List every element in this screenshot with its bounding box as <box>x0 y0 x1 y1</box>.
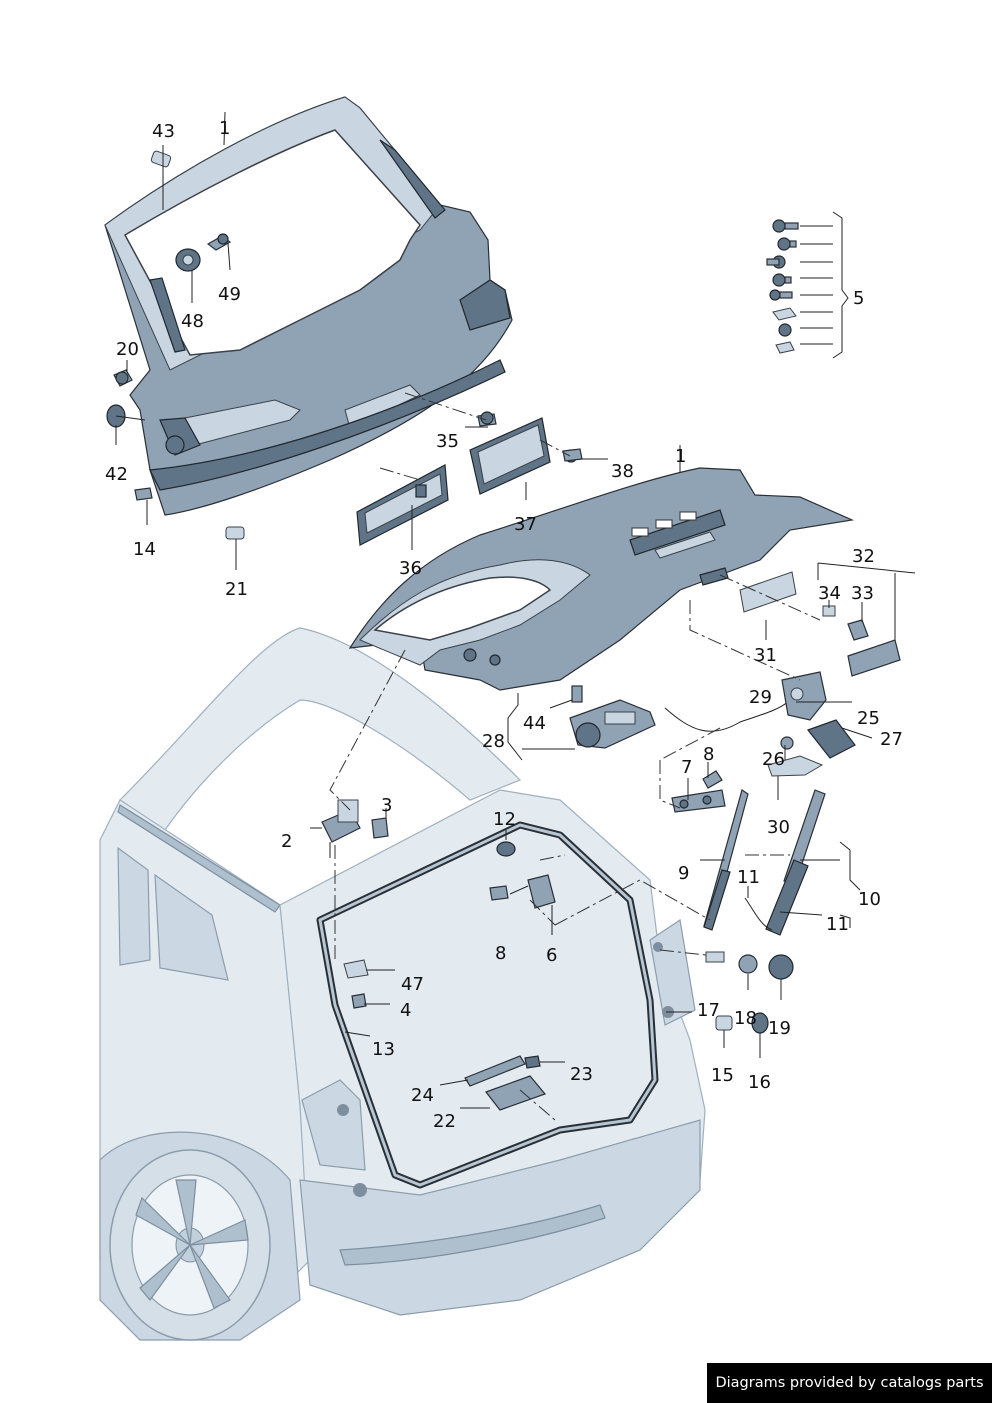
callout-24: 24 <box>411 1085 434 1106</box>
callout-34: 34 <box>818 583 841 604</box>
callout-21: 21 <box>225 579 248 600</box>
callout-18: 18 <box>734 1008 757 1029</box>
callout-20: 20 <box>116 339 139 360</box>
callout-35: 35 <box>436 431 459 452</box>
callout-19: 19 <box>768 1018 791 1039</box>
callout-36: 36 <box>399 558 422 579</box>
callout-22: 22 <box>433 1111 456 1132</box>
bumper-trim <box>339 1204 606 1266</box>
callout-11b: 11 <box>826 914 849 935</box>
assembly-guide-lines <box>329 392 821 1121</box>
callout-8b: 8 <box>495 943 506 964</box>
plate-recess <box>344 384 421 429</box>
callout-16: 16 <box>748 1072 771 1093</box>
callout-47: 47 <box>401 974 424 995</box>
callout-29: 29 <box>749 687 772 708</box>
callout-23: 23 <box>570 1064 593 1085</box>
side-window-rear <box>117 846 151 966</box>
callout-labels: 1 1 2 3 4 5 6 7 8 8 9 10 11 11 12 13 14 … <box>105 118 903 1132</box>
callout-32: 32 <box>852 546 875 567</box>
callout-38: 38 <box>611 461 634 482</box>
side-window-quarter <box>154 873 229 981</box>
callout-48: 48 <box>181 311 204 332</box>
callout-28: 28 <box>482 731 505 752</box>
rear-bumper <box>299 1119 701 1316</box>
tailgate-seal <box>316 821 659 1189</box>
callout-30: 30 <box>767 817 790 838</box>
callout-43: 43 <box>152 121 175 142</box>
callout-15: 15 <box>711 1065 734 1086</box>
callout-2: 2 <box>281 831 292 852</box>
tailgate-outer-panel <box>104 96 513 516</box>
callout-8a: 8 <box>703 744 714 765</box>
callout-27: 27 <box>880 729 903 750</box>
callout-31: 31 <box>754 645 777 666</box>
window-frame-right <box>379 139 446 219</box>
callout-44: 44 <box>523 713 546 734</box>
callout-4: 4 <box>400 1000 411 1021</box>
rear-wheel <box>109 1149 271 1341</box>
callout-1b: 1 <box>675 446 686 467</box>
callout-26: 26 <box>762 749 785 770</box>
window-frame-left <box>149 277 186 353</box>
callout-14: 14 <box>133 539 156 560</box>
vehicle-rear-body <box>99 627 706 1341</box>
callout-6: 6 <box>546 945 557 966</box>
left-tail-lamp-recess <box>301 1079 366 1171</box>
leader-lines <box>115 111 916 1109</box>
small-parts <box>106 150 901 1111</box>
tailgate-inner-panel <box>348 467 855 691</box>
callout-33: 33 <box>851 583 874 604</box>
callout-10: 10 <box>858 889 881 910</box>
roof-rail <box>117 804 281 913</box>
callout-7: 7 <box>681 757 692 778</box>
callout-17: 17 <box>697 1000 720 1021</box>
callout-9: 9 <box>678 863 689 884</box>
callout-12: 12 <box>493 809 516 830</box>
screw-set-5 <box>766 219 799 354</box>
callout-42: 42 <box>105 464 128 485</box>
callout-49: 49 <box>218 284 241 305</box>
callout-13: 13 <box>372 1039 395 1060</box>
tailgate-spoiler-edge <box>459 279 511 331</box>
footer-credit: Diagrams provided by catalogs parts <box>707 1363 992 1403</box>
callout-25: 25 <box>857 708 880 729</box>
callout-5: 5 <box>853 288 864 309</box>
callout-11a: 11 <box>737 867 760 888</box>
callout-1a: 1 <box>219 118 230 139</box>
callout-37: 37 <box>514 514 537 535</box>
callout-3: 3 <box>381 795 392 816</box>
